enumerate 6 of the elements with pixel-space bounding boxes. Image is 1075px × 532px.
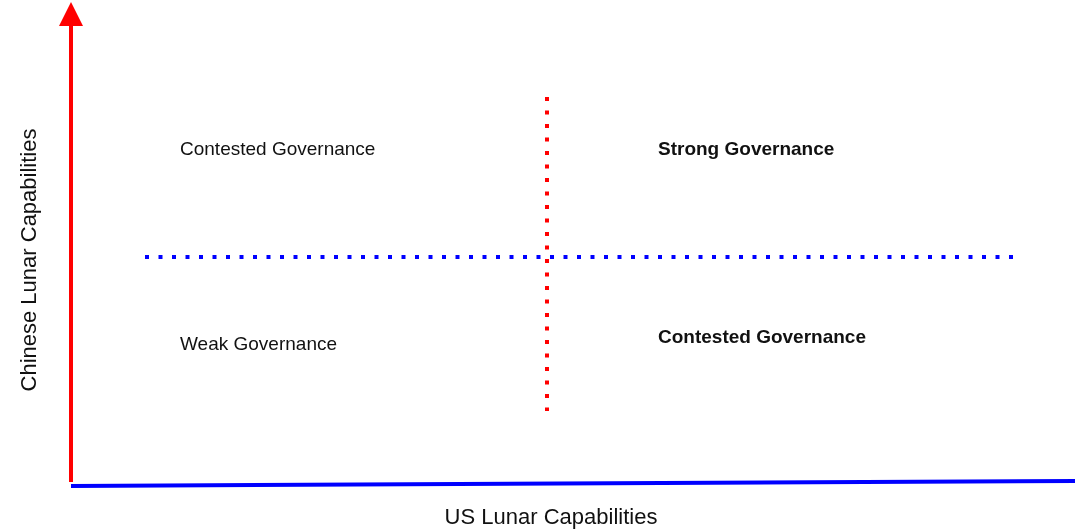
- quadrant-label: Contested Governance: [180, 137, 376, 161]
- axis-title: Chinese Lunar Capabilities: [14, 128, 42, 392]
- axis-title: US Lunar Capabilities: [444, 502, 658, 531]
- quadrant-label: Strong Governance: [658, 137, 835, 161]
- quadrant-label: Weak Governance: [180, 332, 337, 356]
- quadrant-label: Contested Governance: [658, 325, 866, 349]
